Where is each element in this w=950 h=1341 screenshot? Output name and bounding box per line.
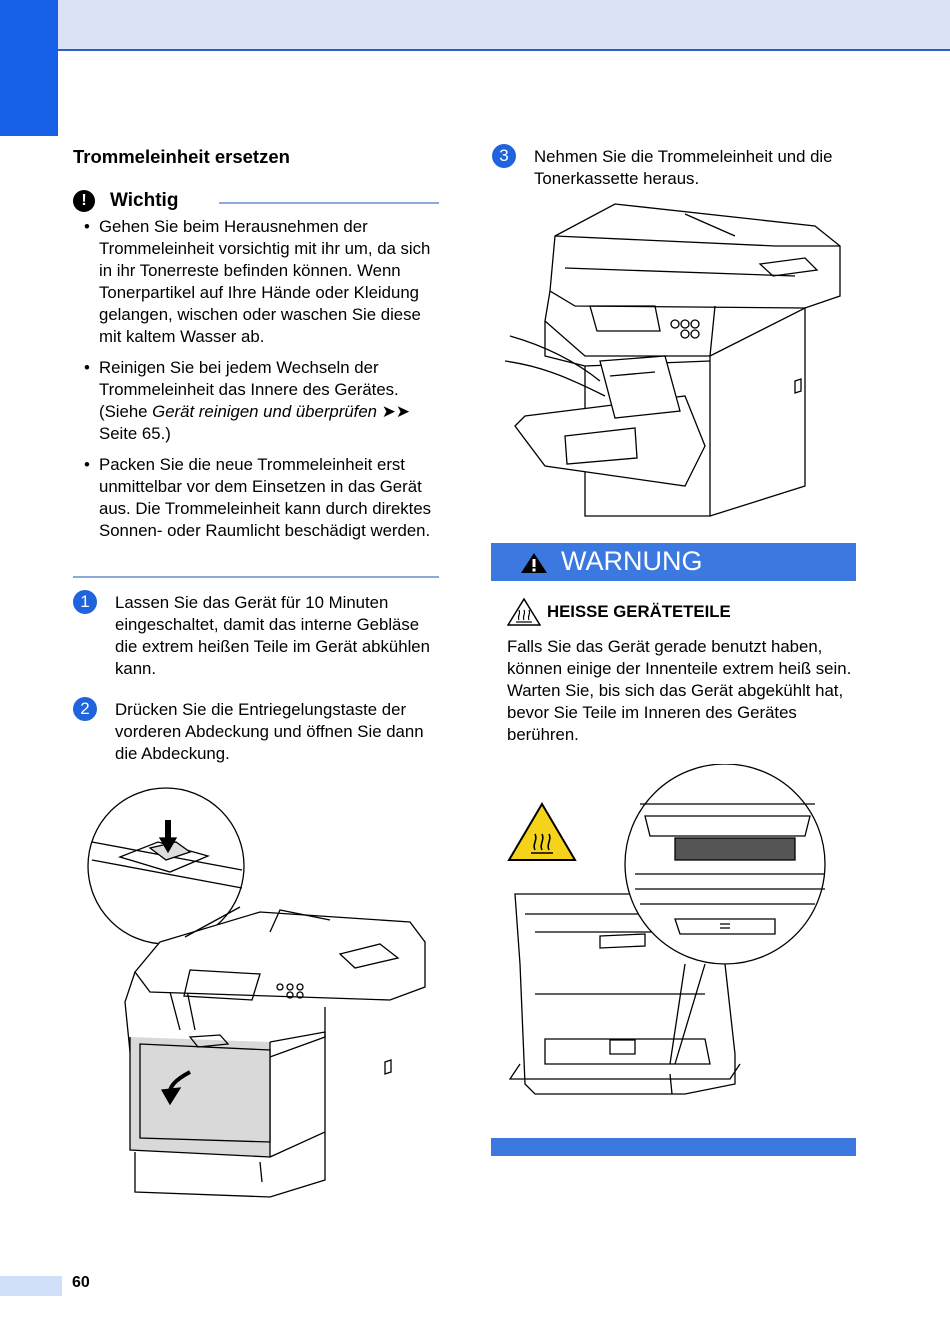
step-text: Nehmen Sie die Trommeleinheit und die To… [534, 147, 833, 188]
step-3: 3 Nehmen Sie die Trommeleinheit und die … [492, 144, 862, 194]
important-label: Wichtig [110, 190, 179, 211]
section-title: Trommeleinheit ersetzen [73, 146, 290, 167]
hot-parts-illustration [507, 764, 826, 1095]
step-number-badge: 1 [73, 590, 97, 614]
hazard-title: HEISSE GERÄTETEILE [547, 602, 731, 621]
exclamation-icon: ! [73, 190, 95, 212]
footer-band [0, 1276, 62, 1296]
warning-bottom-bar [491, 1138, 856, 1156]
hot-surface-icon [507, 598, 541, 626]
front-cover-release-illustration [87, 787, 426, 1198]
step-text: Drücken Sie die Entriegelungstaste der v… [115, 700, 424, 763]
cross-reference-link[interactable]: Gerät reinigen und überprüfen [152, 402, 378, 421]
warning-bar: WARNUNG [491, 543, 856, 581]
warning-label: WARNUNG [561, 546, 703, 576]
important-rule [219, 202, 439, 204]
step-1: 1 Lassen Sie das Gerät für 10 Minuten ei… [73, 590, 453, 686]
step-text: Lassen Sie das Gerät für 10 Minuten eing… [115, 593, 430, 678]
step-number-badge: 3 [492, 144, 516, 168]
page-number: 60 [72, 1274, 90, 1291]
step-2: 2 Drücken Sie die Entriegelungstaste der… [73, 697, 453, 769]
list-item: Packen Sie die neue Trommeleinheit erst … [82, 454, 447, 542]
warning-triangle-icon [521, 553, 547, 573]
chapter-tab [0, 0, 58, 136]
important-header: ! Wichtig [73, 188, 439, 214]
important-list: Gehen Sie beim Herausnehmen der Trommele… [82, 216, 447, 551]
list-item: Reinigen Sie bei jedem Wechseln der Trom… [82, 357, 447, 445]
important-end-rule [73, 576, 439, 578]
header-band [58, 0, 950, 51]
warning-text: Falls Sie das Gerät gerade benutzt haben… [507, 637, 852, 744]
step-number-badge: 2 [73, 697, 97, 721]
list-item: Gehen Sie beim Herausnehmen der Trommele… [82, 216, 447, 348]
printer-drum-removal-illustration [505, 203, 841, 517]
